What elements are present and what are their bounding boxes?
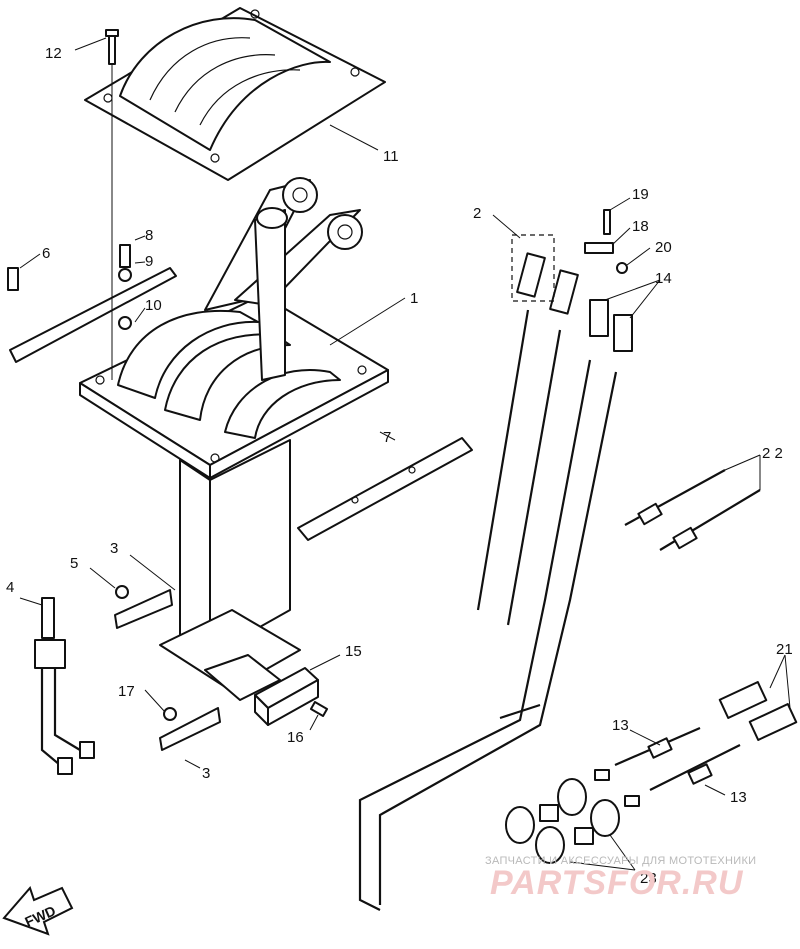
callout-4: 4 [6, 579, 14, 596]
fwd-arrow-shape [2, 886, 74, 936]
left-mount-bracket [7, 244, 177, 363]
part-12-screw [105, 29, 119, 65]
callout-17: 17 [118, 683, 135, 700]
callout-10: 10 [145, 297, 162, 314]
callout-labels: 12 11 8 9 10 6 1 7 3 5 4 17 3 15 16 2 19… [6, 45, 793, 887]
callout-11: 11 [383, 148, 399, 165]
callout-2: 2 [473, 205, 481, 222]
cable-clevises [511, 234, 633, 352]
part-4-switch [34, 597, 95, 775]
callout-3-lower: 3 [202, 765, 210, 782]
pin-fasteners [584, 209, 628, 274]
watermark-logo: PARTSFOR.RU [490, 864, 744, 902]
watermark-caption: ЗАПЧАСТИ И АКСЕССУАРЫ ДЛЯ МОТОТЕХНИКИ [485, 855, 757, 867]
callout-1: 1 [410, 290, 418, 307]
callout-8: 8 [145, 227, 153, 244]
callout-9: 9 [145, 253, 153, 270]
callout-18: 18 [632, 218, 649, 235]
callout-7: 7 [383, 429, 391, 446]
callout-20: 20 [655, 239, 672, 256]
callout-6: 6 [42, 245, 50, 262]
callout-13-lower: 13 [730, 789, 747, 806]
part-1-control-housing [79, 294, 389, 479]
callout-19: 19 [632, 186, 649, 203]
callout-14: 14 [655, 270, 672, 287]
callout-12: 12 [45, 45, 62, 62]
callout-21: 21 [776, 641, 793, 658]
callout-5: 5 [70, 555, 78, 572]
throttle-cables [358, 309, 618, 911]
callout-3-upper: 3 [110, 540, 118, 557]
leader-lines [19, 37, 791, 871]
part-11-cover [84, 7, 386, 181]
part-23-nuts [505, 769, 640, 864]
callout-22: 2 2 [762, 445, 783, 462]
part-3-plates [114, 585, 221, 751]
part-22-cables [624, 469, 761, 551]
callout-13-upper: 13 [612, 717, 629, 734]
fwd-direction-arrow: FWD [2, 886, 74, 936]
callout-16: 16 [287, 729, 304, 746]
part-7-bar [297, 437, 473, 541]
callout-15: 15 [345, 643, 362, 660]
control-levers [204, 177, 363, 381]
callout-23: 23 [640, 870, 657, 887]
part-21-13-fittings [614, 681, 798, 791]
housing-body [159, 439, 301, 701]
part-15-block [254, 667, 329, 726]
